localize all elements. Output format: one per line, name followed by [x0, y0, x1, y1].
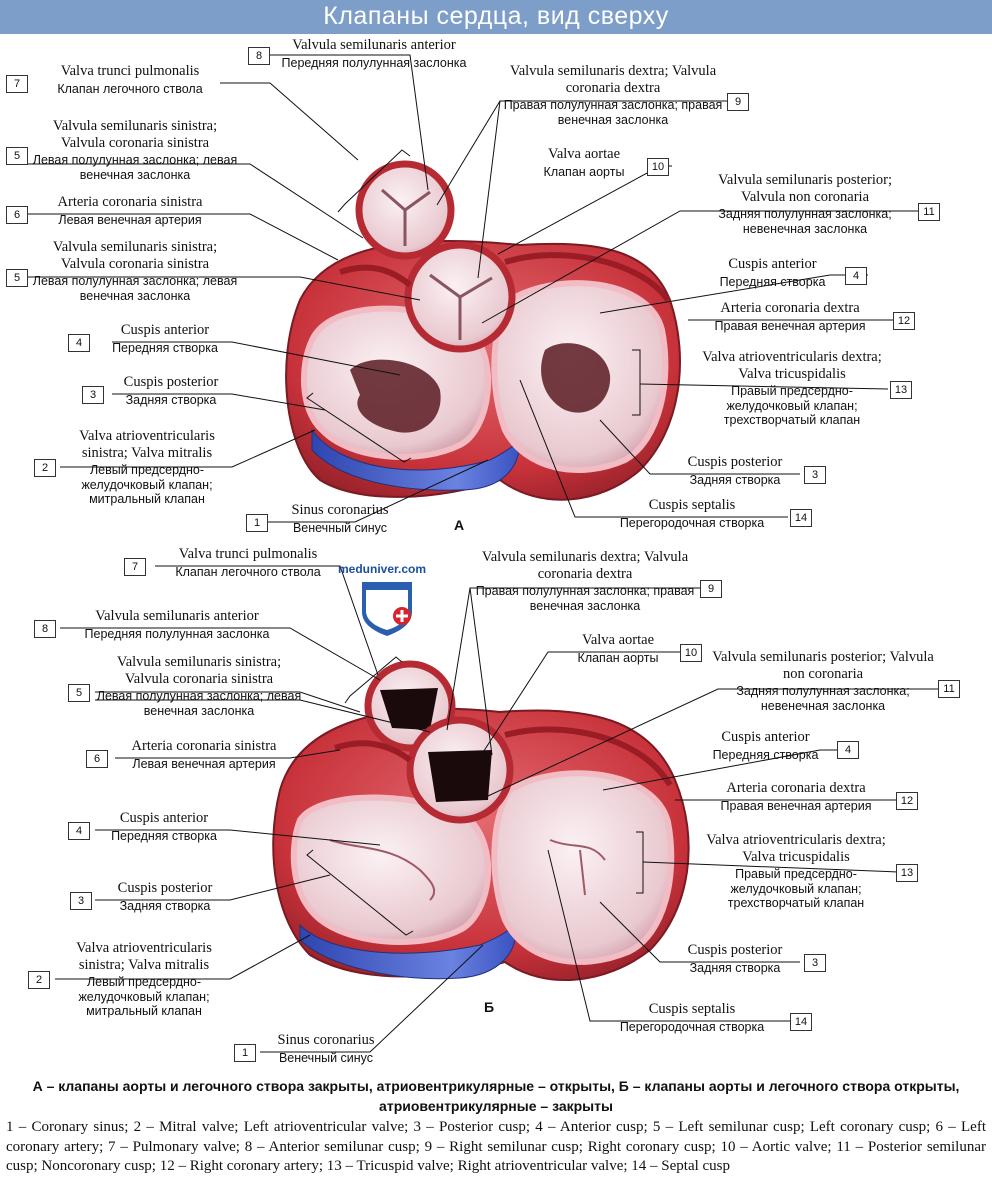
callout-label: Cuspis posterior Задняя створка — [117, 880, 213, 913]
label-number-box: 12 — [896, 792, 918, 810]
bracket-mitral-b — [306, 849, 414, 936]
callout-label: Valva trunci pulmonalis Клапан легочного… — [175, 546, 321, 579]
left-coronary-artery-b — [334, 740, 412, 763]
watermark-text: meduniver.com — [338, 562, 427, 576]
mitral-closed-b — [290, 794, 492, 945]
label-number-box: 2 — [28, 971, 50, 989]
label-number-box: 11 — [918, 203, 940, 221]
mitral-opening-a — [350, 359, 441, 433]
callout-label: Valvula semilunaris dextra; Valvula coro… — [503, 63, 723, 127]
callout-label: Sinus coronarius Венечный синус — [277, 1032, 375, 1065]
pulmonary-cusp-lines-a — [381, 188, 431, 246]
heart-illustration-a — [285, 149, 681, 501]
pulmonary-open-b — [380, 688, 438, 730]
callout-label: Valva aortae Клапан аорты — [577, 632, 659, 665]
heart-illustration-b — [272, 656, 690, 981]
label-number-box: 4 — [845, 267, 867, 285]
callout-label: Valva atrioventricularis sinistra; Valva… — [76, 940, 212, 1019]
callout-label: Cuspis septalis Перегородочная створка — [619, 1001, 765, 1034]
label-number-box: 8 — [248, 47, 270, 65]
label-number-box: 10 — [680, 644, 702, 662]
leader-lines-b — [55, 565, 940, 1053]
label-number-box: 2 — [34, 459, 56, 477]
label-number-box: 14 — [790, 509, 812, 527]
label-number-box: 3 — [804, 466, 826, 484]
callout-label: Valvula semilunaris sinistra; Valvula co… — [32, 239, 238, 303]
bracket-tricuspid-a — [632, 349, 641, 416]
label-number-box: 5 — [68, 684, 90, 702]
callout-label: Cuspis posterior Задняя створка — [123, 374, 219, 407]
figure-legend: 1 – Coronary sinus; 2 – Mitral valve; Le… — [6, 1119, 986, 1174]
bracket-mitral-a — [306, 392, 412, 463]
label-number-box: 4 — [68, 822, 90, 840]
callout-label: Arteria coronaria sinistra Левая венечна… — [131, 738, 277, 771]
callout-label: Valva aortae Клапан аорты — [543, 146, 625, 179]
label-number-box: 4 — [837, 741, 859, 759]
label-number-box: 14 — [790, 1013, 812, 1031]
mitral-closure-line-b — [329, 839, 436, 901]
tricuspid-opening-a — [541, 343, 611, 413]
callout-label: Arteria coronaria dextra Правая венечная… — [720, 780, 872, 813]
leader-lines-a — [27, 54, 940, 523]
left-coronary-artery-a — [339, 264, 412, 288]
label-number-box: 13 — [890, 381, 912, 399]
page-title: Клапаны сердца, вид сверху — [323, 2, 669, 30]
callout-label: Arteria coronaria sinistra Левая венечна… — [57, 194, 203, 227]
callout-label: Valva trunci pulmonalis Клапан легочного… — [57, 63, 203, 96]
figure-caption: А – клапаны аорты и легочного створа зак… — [32, 1078, 960, 1115]
callout-label: Valva atrioventricularis sinistra; Valva… — [79, 428, 215, 507]
aortic-open-b — [428, 750, 492, 802]
label-number-box: 3 — [804, 954, 826, 972]
label-number-box: 9 — [700, 580, 722, 598]
right-coronary-artery-a — [504, 252, 671, 302]
callout-label: Cuspis anterior Передняя створка — [712, 729, 819, 762]
label-number-box: 3 — [70, 892, 92, 910]
label-number-box: 5 — [6, 269, 28, 287]
callout-label: Valvula semilunaris dextra; Valvula coro… — [475, 549, 695, 613]
callout-label: Cuspis anterior Передняя створка — [111, 810, 217, 843]
label-number-box: 7 — [124, 558, 146, 576]
callout-label: Valvula semilunaris anterior Передняя по… — [84, 608, 270, 641]
label-number-box: 7 — [6, 75, 28, 93]
label-number-box: 12 — [893, 312, 915, 330]
title-bar: Клапаны сердца, вид сверху — [0, 0, 992, 34]
label-number-box: 13 — [896, 864, 918, 882]
label-number-box: 8 — [34, 620, 56, 638]
callout-label: Arteria coronaria dextra Правая венечная… — [714, 300, 866, 333]
right-coronary-artery-b — [504, 726, 673, 787]
callout-label: Valva atrioventricularis dextra; Valva t… — [706, 832, 886, 911]
label-number-box: 9 — [727, 93, 749, 111]
callout-label: Cuspis posterior Задняя створка — [687, 942, 783, 975]
callout-label: Valvula semilunaris sinistra; Valvula co… — [96, 654, 302, 718]
label-number-box: 10 — [647, 158, 669, 176]
label-number-box: 6 — [86, 750, 108, 768]
label-number-box: 1 — [234, 1044, 256, 1062]
callout-label: Valvula semilunaris posterior; Valvula n… — [718, 172, 892, 236]
label-number-box: 3 — [82, 386, 104, 404]
callout-label: Cuspis septalis Перегородочная створка — [619, 497, 765, 530]
callout-label: Cuspis posterior Задняя створка — [687, 454, 783, 487]
callout-label: Valvula semilunaris sinistra; Valvula co… — [32, 118, 238, 182]
callout-label: Valvula semilunaris anterior Передняя по… — [281, 37, 467, 70]
callout-label: Cuspis anterior Передняя створка — [112, 322, 218, 355]
callout-label: Cuspis anterior Передняя створка — [719, 256, 826, 289]
panel-letter-b: Б — [484, 999, 495, 1015]
callout-label: Sinus coronarius Венечный синус — [291, 502, 389, 535]
aortic-cusp-lines-a — [429, 273, 493, 340]
label-number-box: 5 — [6, 147, 28, 165]
label-number-box: 4 — [68, 334, 90, 352]
label-number-box: 11 — [938, 680, 960, 698]
callout-label: Valva atrioventricularis dextra; Valva t… — [702, 349, 882, 428]
bracket-pulmonary-a — [337, 149, 411, 213]
label-number-box: 1 — [246, 514, 268, 532]
watermark-shield-icon — [362, 582, 412, 636]
tricuspid-closure-line-b — [549, 839, 606, 896]
label-number-box: 6 — [6, 206, 28, 224]
panel-letter-a: А — [454, 517, 465, 533]
callout-label: Valvula semilunaris posterior; Valvula n… — [712, 649, 934, 713]
